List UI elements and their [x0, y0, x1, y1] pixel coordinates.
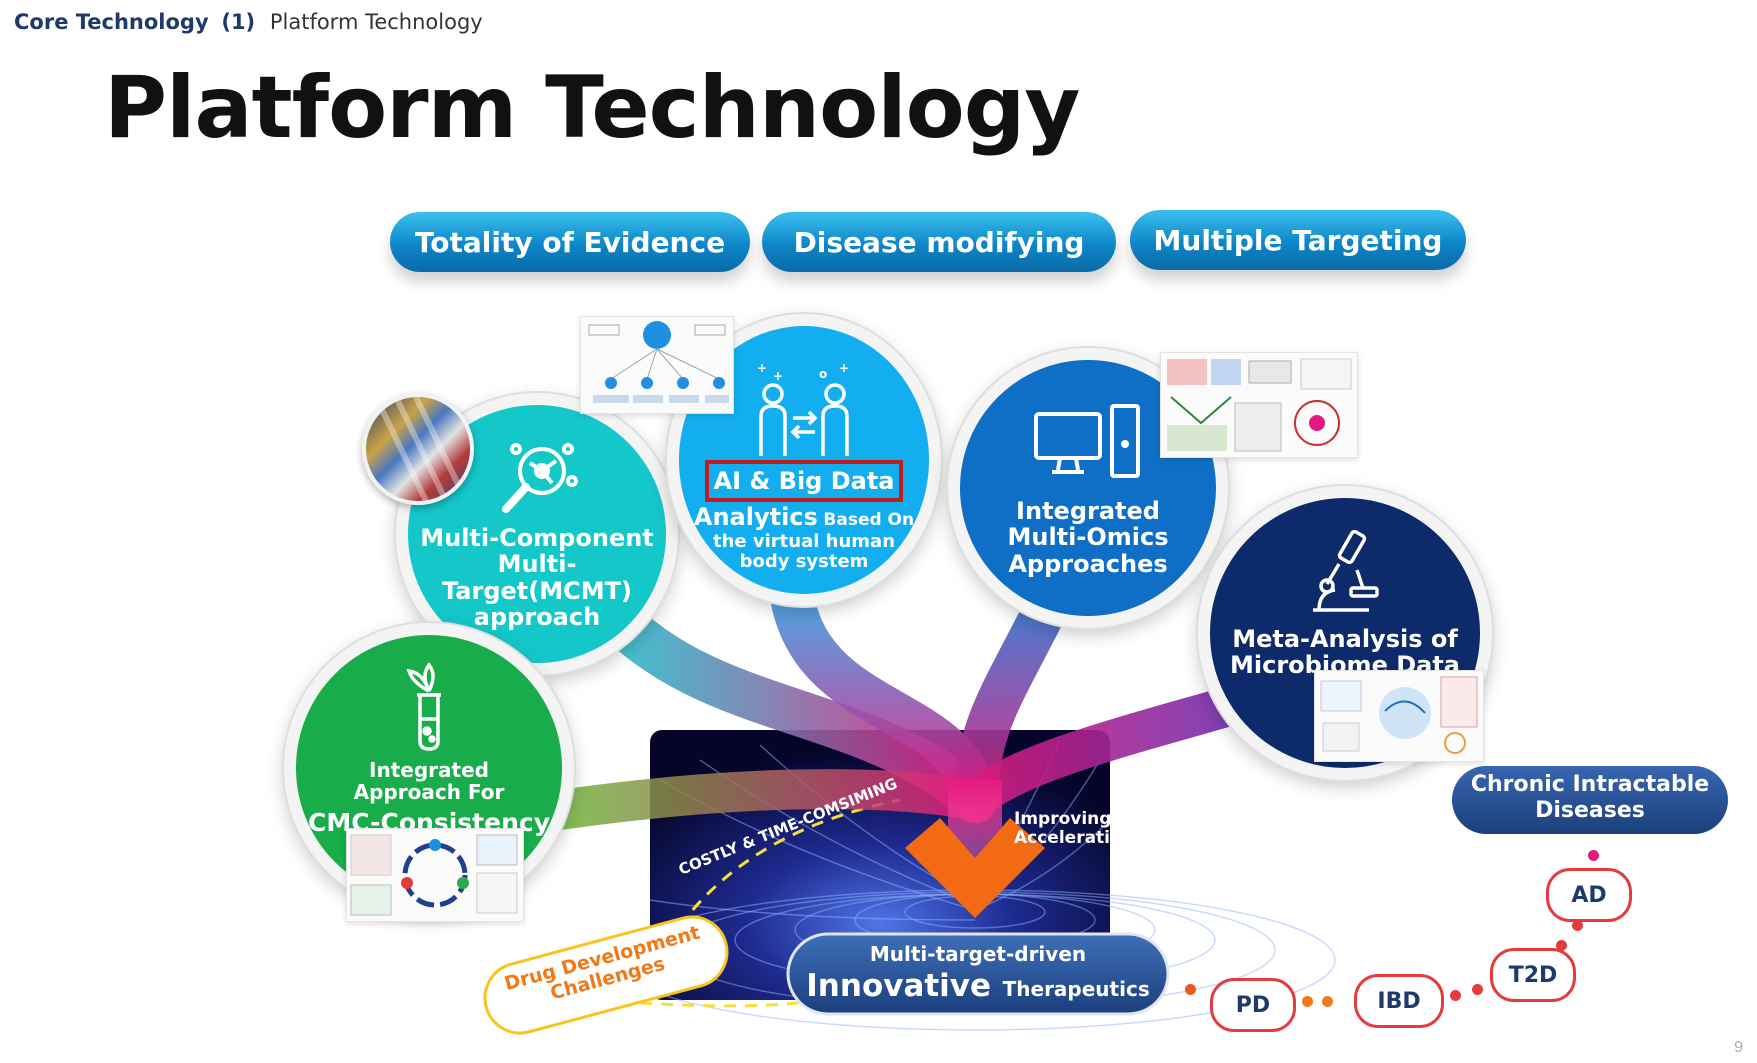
thumbnail-virtual-body	[580, 316, 734, 414]
breadcrumb-page: Platform Technology	[269, 10, 483, 34]
svg-text:o: o	[819, 367, 827, 381]
omics-label: Integrated Multi-Omics Approaches	[1007, 497, 1169, 578]
svg-text:+: +	[773, 369, 783, 383]
thumbnail-cmc-cycle	[346, 828, 524, 922]
computer-icon	[1032, 404, 1144, 484]
ai-label-line: Analytics Based On	[679, 504, 929, 530]
result-shape	[786, 932, 1170, 1016]
dot	[1572, 920, 1583, 931]
ai-label-small-1: Based On	[823, 510, 915, 530]
disease-node-ad: AD	[1546, 868, 1632, 922]
people-exchange-icon: + + o +	[749, 360, 859, 464]
svg-text:+: +	[757, 361, 767, 375]
pill-multiple-targeting: Multiple Targeting	[1130, 210, 1466, 270]
mcmt-label: Multi-Component Multi-Target(MCMT) appro…	[420, 524, 654, 632]
ai-highlight-box: AI & Big Data	[705, 460, 903, 502]
breadcrumb-section: Core Technology	[14, 10, 209, 34]
svg-text:+: +	[839, 361, 849, 375]
convergence-chevron-icon	[905, 818, 1045, 918]
chronic-header-label: Chronic Intractable Diseases	[1470, 772, 1710, 824]
dot	[1302, 996, 1313, 1007]
photo-thumbnail	[362, 393, 474, 505]
result-box: Multi-target-driven Innovative Therapeut…	[788, 934, 1168, 1014]
dot	[1322, 996, 1333, 1007]
dot	[1472, 984, 1483, 995]
dot	[1556, 940, 1567, 951]
challenges-dashed-curve	[639, 998, 821, 1008]
breadcrumb: Core Technology (1) Platform Technology	[14, 10, 483, 34]
ai-highlight-label: AI & Big Data	[713, 467, 895, 495]
dot	[1185, 984, 1196, 995]
thumbnail-omics-data	[1160, 352, 1358, 458]
breadcrumb-number: (1)	[221, 10, 256, 34]
improving-label: Improving & Accelerating	[1014, 809, 1135, 848]
cmc-label-small: Integrated Approach For	[353, 758, 505, 804]
magnifier-molecule-icon	[494, 435, 580, 525]
ai-label-big: Analytics	[693, 503, 818, 531]
page-number: 9	[1734, 1039, 1743, 1056]
pill-disease-modifying: Disease modifying	[762, 212, 1116, 272]
stream-cmc	[540, 769, 995, 830]
disease-node-ibd: IBD	[1354, 974, 1444, 1028]
ai-label-small-2: the virtual human body system	[712, 531, 896, 572]
disease-node-pd: PD	[1210, 978, 1296, 1032]
dot	[1450, 990, 1461, 1001]
result-line1: Multi-target-driven	[869, 942, 1087, 966]
pill-totality-of-evidence: Totality of Evidence	[390, 212, 750, 272]
result-big: Innovative	[806, 968, 992, 1004]
dot	[1588, 850, 1599, 861]
disease-node-t2d: T2D	[1490, 948, 1576, 1002]
test-tube-icon	[403, 661, 455, 757]
stream-mcmt	[577, 577, 998, 823]
microscope-icon	[1305, 528, 1385, 618]
challenges-shape	[483, 915, 729, 1035]
page-title: Platform Technology	[104, 58, 1080, 158]
result-small: Therapeutics	[1002, 977, 1150, 1001]
chronic-header-shape	[1452, 766, 1728, 834]
thumbnail-microbiome-data	[1314, 670, 1484, 762]
